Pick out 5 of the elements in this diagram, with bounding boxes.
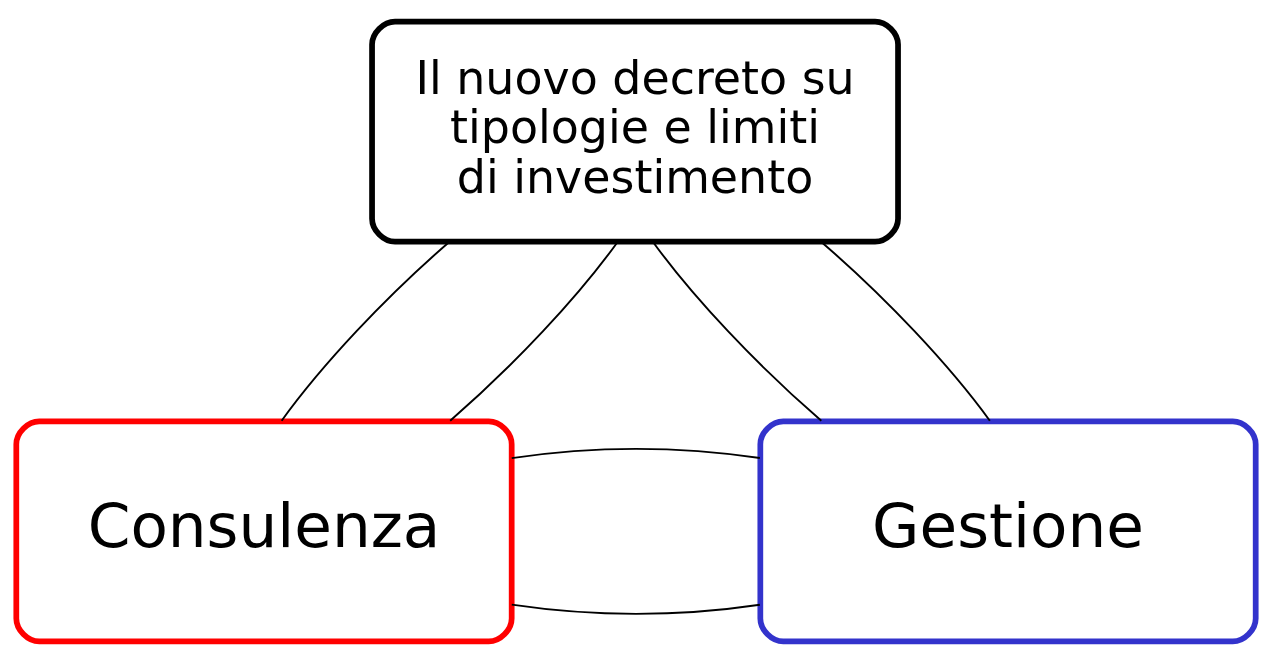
connector (510, 447, 761, 459)
node-box: Il nuovo decreto su tipologie e limiti di investimento (369, 18, 901, 244)
node-box: Consulenza (13, 418, 515, 644)
node-box: Gestione (757, 418, 1259, 644)
connector (510, 603, 761, 615)
